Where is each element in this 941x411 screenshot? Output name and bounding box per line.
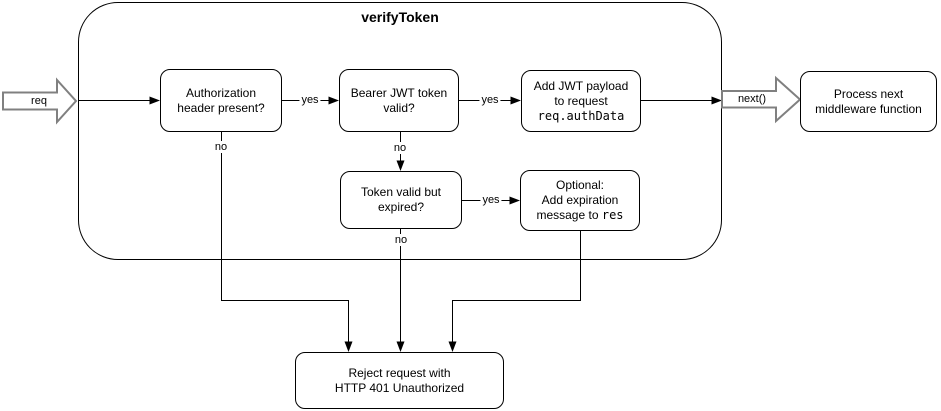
node-text: header present? (177, 100, 265, 115)
node-text: Reject request with (348, 365, 451, 380)
edge-line (452, 231, 581, 342)
edge-optional-to-reject (448, 231, 581, 352)
node-text: Process next (833, 86, 904, 101)
req-block-arrow-icon (2, 77, 78, 125)
next-block-arrow-shape (721, 75, 802, 124)
arrowhead-icon (510, 96, 521, 105)
edge-line (221, 132, 349, 342)
node-bearer-jwt-valid-check: Bearer JWT token valid? (339, 69, 459, 132)
node-text: Add JWT payload (533, 78, 629, 93)
arrowhead-icon (448, 341, 457, 352)
edge-label-yes-auth-bearer: yes (299, 94, 321, 106)
node-text: HTTP 401 Unauthorized (334, 380, 465, 395)
req-arrow-label: req (31, 95, 47, 107)
next-arrow-label: next() (737, 93, 767, 105)
node-process-next-middleware: Process next middleware function (800, 71, 937, 132)
edge-auth-no-to-reject (221, 132, 353, 352)
edge-label-no-auth: no (212, 141, 230, 153)
node-text: to request (554, 93, 608, 108)
next-block-arrow-icon (721, 75, 802, 124)
node-text: expired? (377, 200, 425, 214)
node-code-text: res (601, 208, 624, 222)
edge-label-yes-bearer-payload: yes (479, 94, 501, 106)
arrowhead-icon (344, 341, 353, 352)
req-block-arrow-shape (2, 77, 78, 125)
arrowhead-icon (396, 341, 405, 352)
node-text: message to (536, 208, 599, 222)
arrowhead-icon (328, 96, 339, 105)
node-text: Add expiration (541, 193, 619, 207)
node-text: Bearer JWT token (350, 85, 448, 100)
edge-label-yes-token-optional: yes (480, 194, 502, 206)
node-optional-expiration-message: Optional: Add expiration message to res (520, 170, 640, 231)
node-text: middleware function (815, 101, 922, 116)
node-add-jwt-payload: Add JWT payload to request req.authData (521, 70, 641, 132)
node-reject-401: Reject request with HTTP 401 Unauthorize… (295, 352, 504, 409)
arrowhead-icon (149, 96, 160, 105)
edge-payload-to-container-edge (641, 96, 722, 105)
arrowhead-icon (396, 160, 405, 171)
node-text: Authorization (185, 85, 257, 100)
edge-label-no-token: no (392, 234, 410, 246)
node-code-text: req.authData (537, 108, 625, 123)
node-text: valid? (383, 100, 415, 115)
arrowhead-icon (711, 96, 722, 105)
node-token-expired-check: Token valid but expired? (340, 171, 462, 229)
node-text: message to res (536, 208, 623, 223)
edge-token-no-to-reject (396, 229, 405, 352)
node-text: Optional: (555, 178, 605, 192)
container-title: verifyToken (361, 9, 439, 25)
node-text: Token valid but (360, 185, 442, 199)
edge-label-no-bearer: no (391, 142, 409, 154)
node-authorization-header-check: Authorization header present? (160, 69, 282, 132)
arrowhead-icon (509, 196, 520, 205)
edge-req-to-auth (78, 96, 160, 105)
